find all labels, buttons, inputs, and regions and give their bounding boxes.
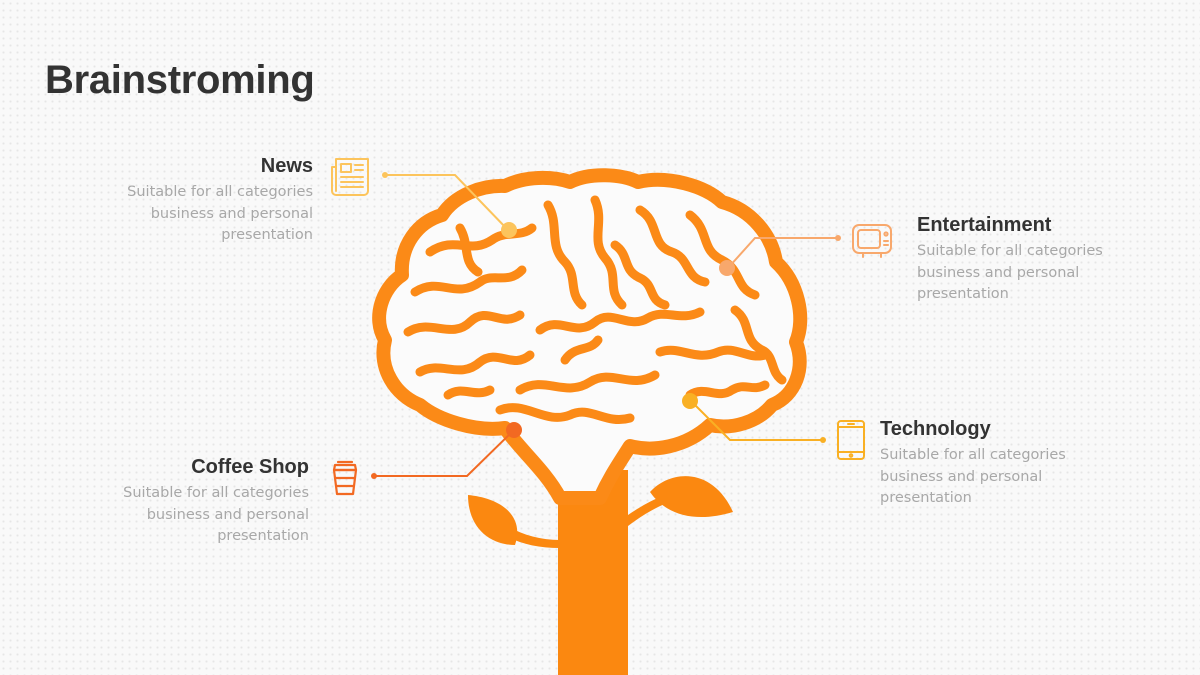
tree-branch-left — [488, 516, 560, 548]
slide-title: Brainstroming — [45, 58, 315, 102]
entertainment-title: Entertainment — [917, 214, 1052, 236]
connector-technology — [682, 393, 826, 443]
brain-fold — [425, 223, 537, 257]
connector-entertainment — [719, 235, 841, 276]
connector-line — [374, 429, 515, 477]
connector-endpoint — [382, 172, 388, 178]
connector-endpoint — [820, 437, 826, 443]
connector-line — [691, 401, 823, 441]
newspaper-icon — [331, 158, 369, 196]
connector-node — [501, 222, 517, 238]
technology-description: Suitable for all categories business and… — [880, 447, 1066, 506]
entertainment-description: Suitable for all categories business and… — [917, 243, 1103, 302]
coffee-shop-item: Coffee Shop Suitable for all categories … — [69, 456, 309, 548]
tree-trunk — [558, 470, 628, 675]
brain-fold — [685, 210, 760, 300]
brain-fold — [655, 345, 770, 361]
brain-fold — [455, 223, 483, 277]
connector-node — [506, 422, 522, 438]
brain-fold — [410, 265, 527, 297]
brain-fold — [543, 200, 587, 310]
technology-title: Technology — [880, 418, 991, 440]
connector-news — [382, 172, 517, 238]
connector-line — [385, 174, 509, 231]
connector-node — [682, 393, 698, 409]
brain-fold — [730, 305, 787, 385]
brain-outline — [372, 168, 808, 505]
brain-fold — [515, 370, 660, 395]
news-item: News Suitable for all categories busines… — [73, 155, 313, 247]
technology-item: Technology Suitable for all categories b… — [880, 418, 1120, 510]
brain-fold — [610, 240, 670, 310]
brain — [372, 168, 808, 505]
brain-fold — [415, 350, 535, 377]
brain-fold — [443, 385, 495, 400]
entertainment-item: Entertainment Suitable for all categorie… — [917, 214, 1157, 306]
news-description: Suitable for all categories business and… — [127, 184, 313, 243]
brain-fold — [685, 380, 770, 400]
coffee-shop-title: Coffee Shop — [191, 456, 309, 478]
brain-fold — [560, 335, 603, 365]
tablet-icon — [837, 420, 865, 460]
brain-fold — [635, 205, 710, 287]
connector-endpoint — [371, 473, 377, 479]
tree-leaf-right — [650, 476, 733, 518]
connector-coffee-shop — [371, 422, 522, 479]
brain-fold — [495, 403, 635, 424]
brain-fold — [590, 195, 627, 310]
connector-node — [719, 260, 735, 276]
news-title: News — [260, 155, 313, 177]
brain-fold — [535, 307, 705, 335]
brain-fold — [403, 310, 525, 337]
connector-line — [727, 237, 838, 269]
coffee-shop-description: Suitable for all categories business and… — [123, 485, 309, 544]
tree-leaf-left — [468, 495, 518, 545]
tv-icon — [852, 224, 892, 258]
connector-endpoint — [835, 235, 841, 241]
coffee-cup-icon — [332, 460, 358, 496]
